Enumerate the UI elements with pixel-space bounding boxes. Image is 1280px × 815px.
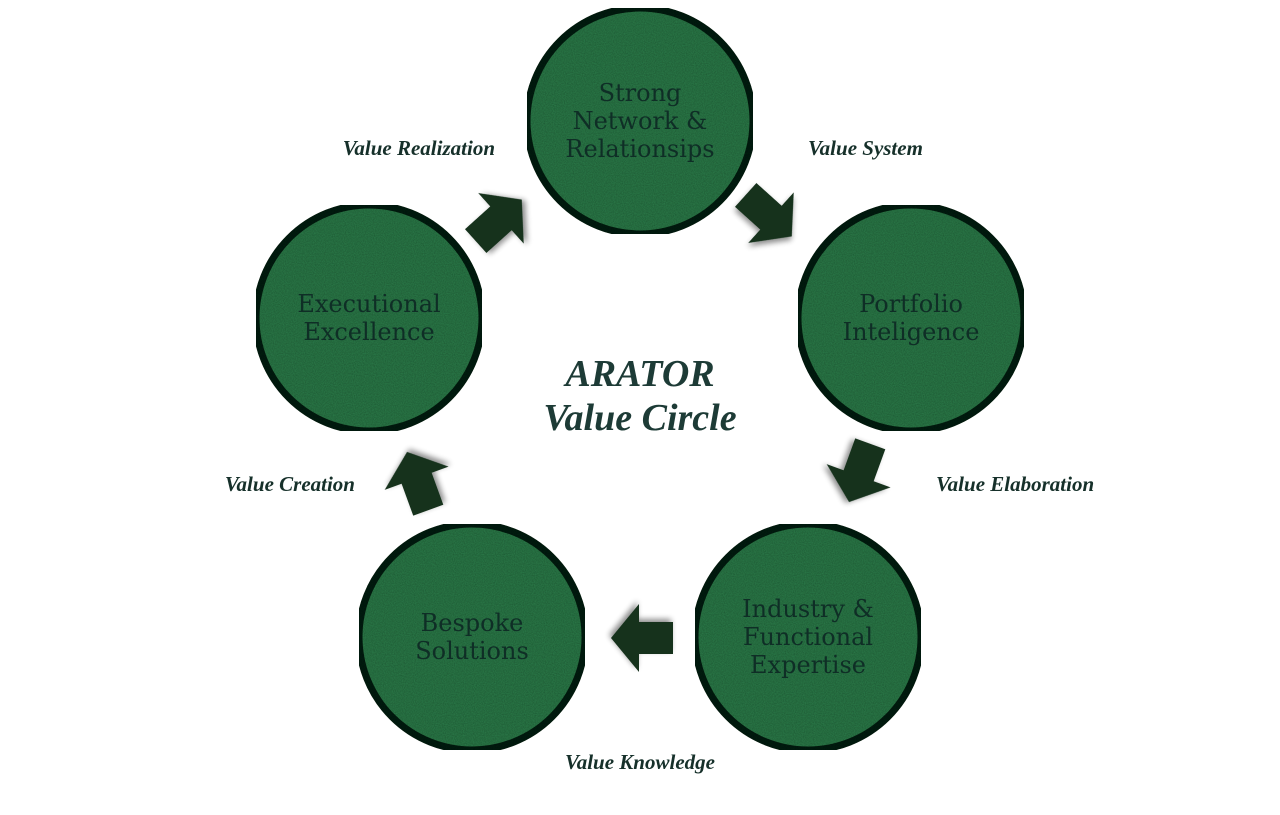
node-label-line: Excellence [303, 318, 434, 346]
stage-label: Value System [808, 136, 923, 160]
flow-arrow-icon [464, 193, 524, 253]
node-circle [252, 201, 486, 435]
node-label-line: Portfolio [859, 290, 963, 318]
node-circle [691, 520, 925, 754]
diagram-title-line2: Value Circle [543, 397, 736, 439]
arrows-layer [384, 183, 891, 672]
stage-label: Value Knowledge [565, 750, 715, 774]
stage-label: Value Elaboration [936, 472, 1094, 496]
node-circle [523, 4, 757, 238]
node-label-line: Executional [297, 290, 440, 318]
node-circle [794, 201, 1028, 435]
node-label-line: Network & [573, 107, 708, 135]
node-label-line: Inteligence [843, 318, 980, 346]
diagram-title-line1: ARATOR [563, 353, 714, 395]
node-label-line: Relationsips [565, 135, 714, 163]
node-label-line: Strong [599, 79, 682, 107]
stage-label: Value Realization [343, 136, 495, 160]
node-label-line: Solutions [415, 637, 529, 665]
node-circle [355, 520, 589, 754]
flow-arrow-icon [384, 451, 449, 516]
node-label-line: Industry & [742, 595, 874, 623]
flow-arrow-icon [734, 183, 794, 243]
stage-label: Value Creation [225, 472, 355, 496]
flow-arrow-icon [826, 438, 891, 503]
node-label-line: Bespoke [421, 609, 524, 637]
node-label-line: Functional [743, 623, 873, 651]
flow-arrow-icon [611, 604, 673, 672]
node-label-line: Expertise [750, 651, 866, 679]
